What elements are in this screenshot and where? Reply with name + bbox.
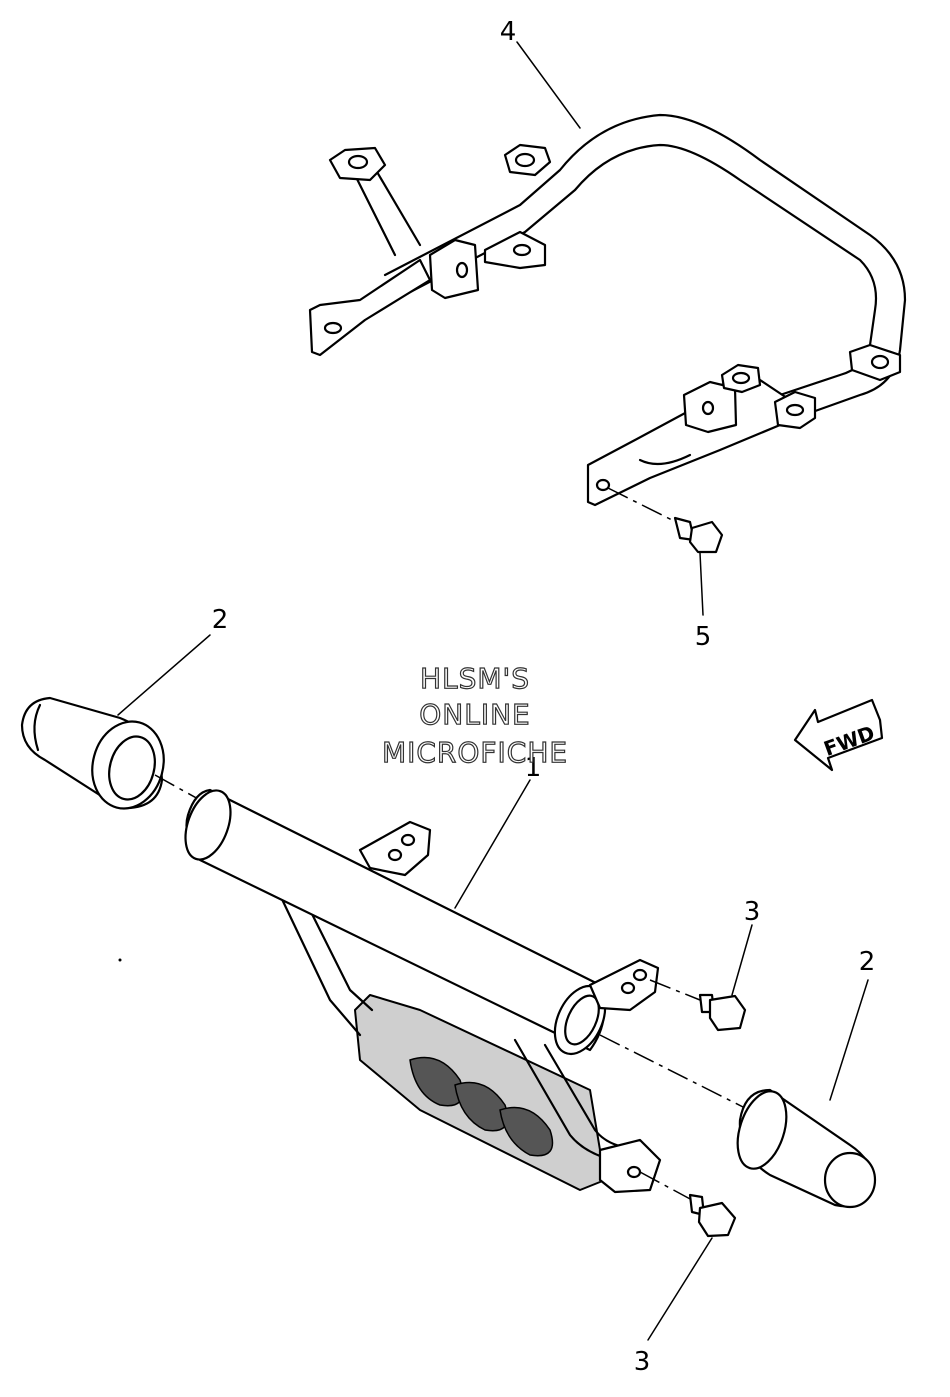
label-bolt-lower: 3 bbox=[634, 1347, 651, 1377]
end-cap-right bbox=[599, 979, 877, 1209]
watermark-line-2: ONLINE bbox=[419, 698, 530, 731]
frame-bolt bbox=[607, 487, 724, 616]
watermark: HLSM'S ONLINE MICROFICHE bbox=[381, 661, 568, 769]
label-guard-bar: 1 bbox=[525, 753, 542, 783]
bolt-lower bbox=[639, 1171, 737, 1341]
label-bolt-upper: 3 bbox=[744, 897, 761, 927]
label-rear-rack-frame: 4 bbox=[500, 17, 517, 47]
bolt-upper bbox=[649, 924, 753, 1032]
watermark-line-1: HLSM'S bbox=[420, 662, 530, 695]
guard-bar bbox=[184, 779, 662, 1194]
forward-direction-arrow: FWD bbox=[793, 698, 884, 772]
end-cap-left bbox=[20, 634, 211, 810]
label-end-cap-right: 2 bbox=[859, 947, 876, 977]
stray-dot bbox=[118, 958, 122, 962]
label-frame-bolt: 5 bbox=[695, 622, 712, 652]
watermark-line-3: MICROFICHE bbox=[382, 736, 568, 769]
rear-rack-frame bbox=[308, 41, 907, 507]
label-end-cap-left: 2 bbox=[212, 605, 229, 635]
